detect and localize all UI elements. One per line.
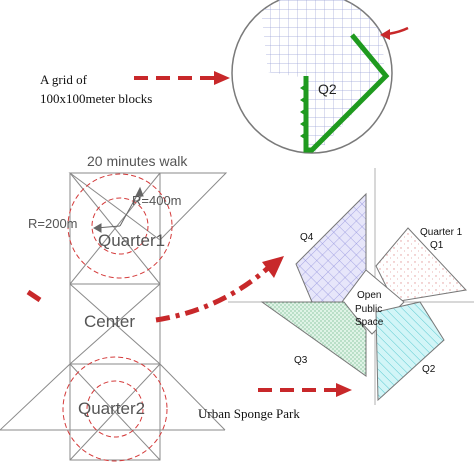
radius-arrows <box>92 186 144 233</box>
radius-200-label: R=200m <box>28 216 78 231</box>
green-teeth <box>300 84 306 140</box>
center-to-park-arrow <box>26 256 284 323</box>
quarter2-block <box>69 363 161 461</box>
park-caption: Urban Sponge Park <box>198 406 300 421</box>
open-space-line2: Public <box>355 304 382 315</box>
open-space-line3: Space <box>355 317 384 328</box>
radius-400-label: R=400m <box>132 193 182 208</box>
center-label: Center <box>84 312 135 331</box>
radius-400-circle-bottom <box>62 356 168 462</box>
radius-200-circle-bottom <box>86 380 144 438</box>
open-space-zone <box>341 269 405 335</box>
park-arrow-head <box>336 383 352 397</box>
park-q1-label-line1: Quarter 1 <box>420 227 463 238</box>
sponge-park: Q4 Quarter 1 Q1 Open Public Space Q3 Q2 <box>228 168 474 405</box>
park-q3-label: Q3 <box>294 355 308 366</box>
radius-200-circle-top <box>91 197 149 255</box>
city-plan <box>0 172 228 461</box>
open-space-line1: Open <box>357 290 381 301</box>
quarter2-label: Quarter2 <box>78 399 145 418</box>
zoom-pointer-arrow <box>380 26 409 40</box>
quarter1-label: Quarter1 <box>98 231 165 250</box>
q3-zone <box>260 301 367 377</box>
grid-arrow-head <box>214 71 230 85</box>
q2-zone <box>375 301 445 402</box>
radius-400-circle-top <box>67 173 173 279</box>
zoom-q2-label: Q2 <box>318 81 337 97</box>
walk-caption: 20 minutes walk <box>87 153 188 169</box>
walk-circles <box>62 173 173 462</box>
park-q2-label: Q2 <box>422 364 436 375</box>
grid-caption-line1: A grid of <box>40 72 88 87</box>
park-q4-label: Q4 <box>300 232 314 243</box>
park-q1-label-line2: Q1 <box>430 240 444 251</box>
grid-caption-line2: 100x100meter blocks <box>40 91 152 106</box>
zoom-detail: Q2 <box>231 0 409 154</box>
